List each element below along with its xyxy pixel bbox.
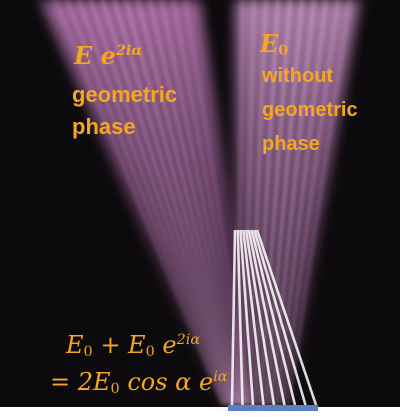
- left-fringe-line: [77, 0, 229, 406]
- left-beam-field-label: E e2iα: [74, 41, 143, 70]
- interference-fringe-line: [244, 229, 276, 406]
- left-fringe-line: [113, 0, 236, 406]
- right-beam-text-phase: phase: [262, 133, 320, 155]
- right-fringe-line: [236, 0, 244, 406]
- interference-fringe-line: [230, 229, 237, 406]
- left-fringe-line: [148, 0, 244, 406]
- right-beam-field-label: E0: [260, 29, 289, 59]
- right-beam-glow: [235, 0, 360, 405]
- interference-fringes: [230, 229, 318, 406]
- left-beam-text-phase: phase: [72, 114, 136, 139]
- right-fringe-line: [242, 0, 256, 406]
- left-fringe-line: [172, 0, 249, 406]
- left-fringe-line: [124, 0, 239, 406]
- left-fringe-line: [136, 0, 241, 406]
- interference-fringe-line: [236, 229, 244, 406]
- right-fringe-line: [281, 0, 340, 406]
- right-fringe-line: [248, 0, 268, 406]
- equation-result-line: = 2E0 cos α eiα: [50, 368, 228, 397]
- interference-fringe-line: [241, 229, 265, 406]
- sample-bar: [228, 405, 318, 411]
- interference-fringe-line: [247, 229, 286, 406]
- right-fringe-line: [286, 0, 352, 406]
- left-beam-text-geometric: geometric: [72, 82, 178, 107]
- interference-fringe-line: [250, 229, 297, 406]
- interference-fringe-line: [239, 229, 255, 406]
- right-fringe-line: [253, 0, 280, 406]
- interference-fringe-line: [253, 229, 307, 406]
- left-fringe-line: [53, 0, 224, 406]
- interference-fringe-line: [255, 229, 318, 406]
- right-beam-text-geometric: geometric: [262, 99, 358, 121]
- equation-sum-line: E0 + E0 e2iα: [66, 331, 201, 360]
- right-fringe-line: [259, 0, 292, 406]
- left-fringe-line: [101, 0, 234, 406]
- right-beam-text-without: without: [262, 65, 334, 87]
- left-fringe-line: [65, 0, 226, 406]
- left-fringe-line: [89, 0, 231, 406]
- left-fringe-line: [160, 0, 246, 406]
